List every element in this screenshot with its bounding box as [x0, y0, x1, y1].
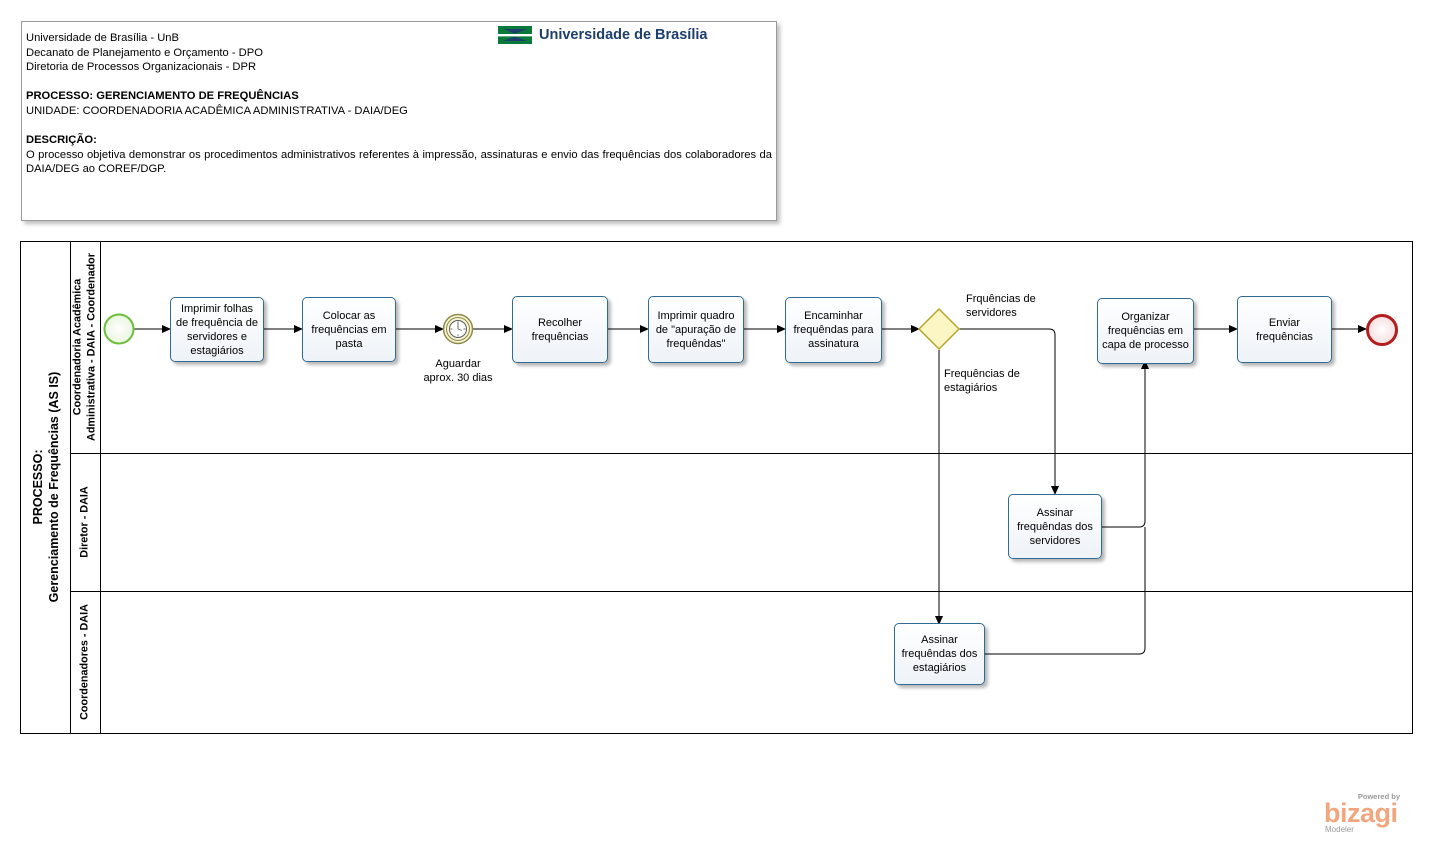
lane-divider [70, 453, 1412, 454]
unb-logo-text: Universidade de Brasília [539, 27, 708, 43]
task-assinar-estagiarios-label: Assinar frequêndas dos estagiários [901, 634, 978, 674]
task-enviar-label: Enviar frequências [1256, 316, 1313, 343]
org-line-dpo: Decanato de Planejamento e Orçamento - D… [26, 46, 263, 59]
pool-label-column: PROCESSO: Gerenciamento de Frequências (… [21, 242, 71, 733]
bizagi-powered-by: Powered by [1357, 792, 1400, 801]
lane-coordenadores: Coordenadores - DAIA [70, 591, 101, 733]
flow-servidores-to-organizar [1102, 360, 1149, 528]
task-assinar-servidores[interactable]: Assinar frequêndas dos servidores [1008, 494, 1102, 559]
description-text: O processo objetiva demonstrar os proced… [26, 148, 772, 176]
process-info-box: Universidade de Brasília - UnB Decanato … [21, 21, 777, 221]
gateway-label-estagiarios-line1: Frequências de [944, 368, 1020, 380]
gateway-label-servidores-line1: Frquências de [966, 293, 1036, 305]
start-event [103, 313, 135, 345]
bizagi-product: Modeler [1325, 825, 1354, 834]
org-line-dpr: Diretoria de Processos Organizacionais -… [26, 61, 257, 74]
task-enviar[interactable]: Enviar frequências [1237, 296, 1332, 363]
task-encaminhar[interactable]: Encaminhar frequêndas para assinatura [785, 297, 882, 363]
lane-divider [70, 591, 1412, 592]
task-imprimir-folhas[interactable]: Imprimir folhas de frequência de servido… [170, 297, 264, 362]
task-colocar-pasta-label: Colocar as frequências em pasta [311, 309, 387, 350]
task-organizar-label: Organizar frequências em capa de process… [1102, 311, 1189, 351]
unit-name: UNIDADE: COORDENADORIA ACADÊMICA ADMINIS… [26, 104, 408, 117]
task-imprimir-folhas-label: Imprimir folhas de frequência de servido… [176, 302, 258, 357]
task-imprimir-quadro-label: Imprimir quadro de "apuração de frequênd… [655, 309, 737, 350]
bizagi-logo: bizagi [1324, 798, 1398, 828]
timer-event-icon [442, 313, 474, 345]
gateway-label-estagiarios-line2: estagiários [944, 382, 998, 394]
flow-gateway-to-servidores [959, 328, 1059, 495]
process-name: PROCESSO: GERENCIAMENTO DE FREQUÊNCIAS [26, 90, 299, 103]
task-recolher-frequencias[interactable]: Recolher frequências [512, 296, 608, 363]
end-event [1366, 314, 1398, 346]
lane-diretor: Diretor - DAIA [70, 453, 101, 591]
task-colocar-pasta[interactable]: Colocar as frequências em pasta [302, 297, 396, 362]
timer-label-line1: Aguardar [435, 358, 481, 370]
bizagi-watermark: Powered by bizagi Modeler [1324, 792, 1414, 838]
process-info-text: Universidade de Brasília - UnB Decanato … [26, 31, 772, 177]
gateway-label-servidores-line2: servidores [966, 307, 1017, 319]
task-recolher-label: Recolher frequências [531, 316, 589, 343]
task-imprimir-quadro[interactable]: Imprimir quadro de "apuração de frequênd… [648, 296, 744, 363]
exclusive-gateway [917, 307, 961, 351]
description-heading: DESCRIÇÃO: [26, 134, 97, 147]
gateway-label-estagiarios: Frequências de estagiários [944, 367, 1020, 395]
task-assinar-estagiarios[interactable]: Assinar frequêndas dos estagiários [894, 623, 985, 685]
task-assinar-servidores-label: Assinar frequêndas dos servidores [1017, 506, 1093, 547]
org-line-unb: Universidade de Brasília - UnB [26, 32, 179, 44]
task-organizar[interactable]: Organizar frequências em capa de process… [1097, 298, 1194, 364]
task-encaminhar-label: Encaminhar frequêndas para assinatura [793, 310, 874, 350]
timer-label-line2: aprox. 30 dias [423, 372, 493, 384]
flow-estagiarios-to-organizar [985, 527, 1146, 655]
unb-logo-icon [498, 26, 532, 44]
lane-coordenador: Coordenadoria Acadêmica Administrativa -… [70, 242, 101, 453]
timer-label: Aguardar aprox. 30 dias [422, 357, 494, 385]
unb-logo: Universidade de Brasília [498, 25, 707, 45]
gateway-label-servidores: Frquências de servidores [966, 292, 1036, 320]
